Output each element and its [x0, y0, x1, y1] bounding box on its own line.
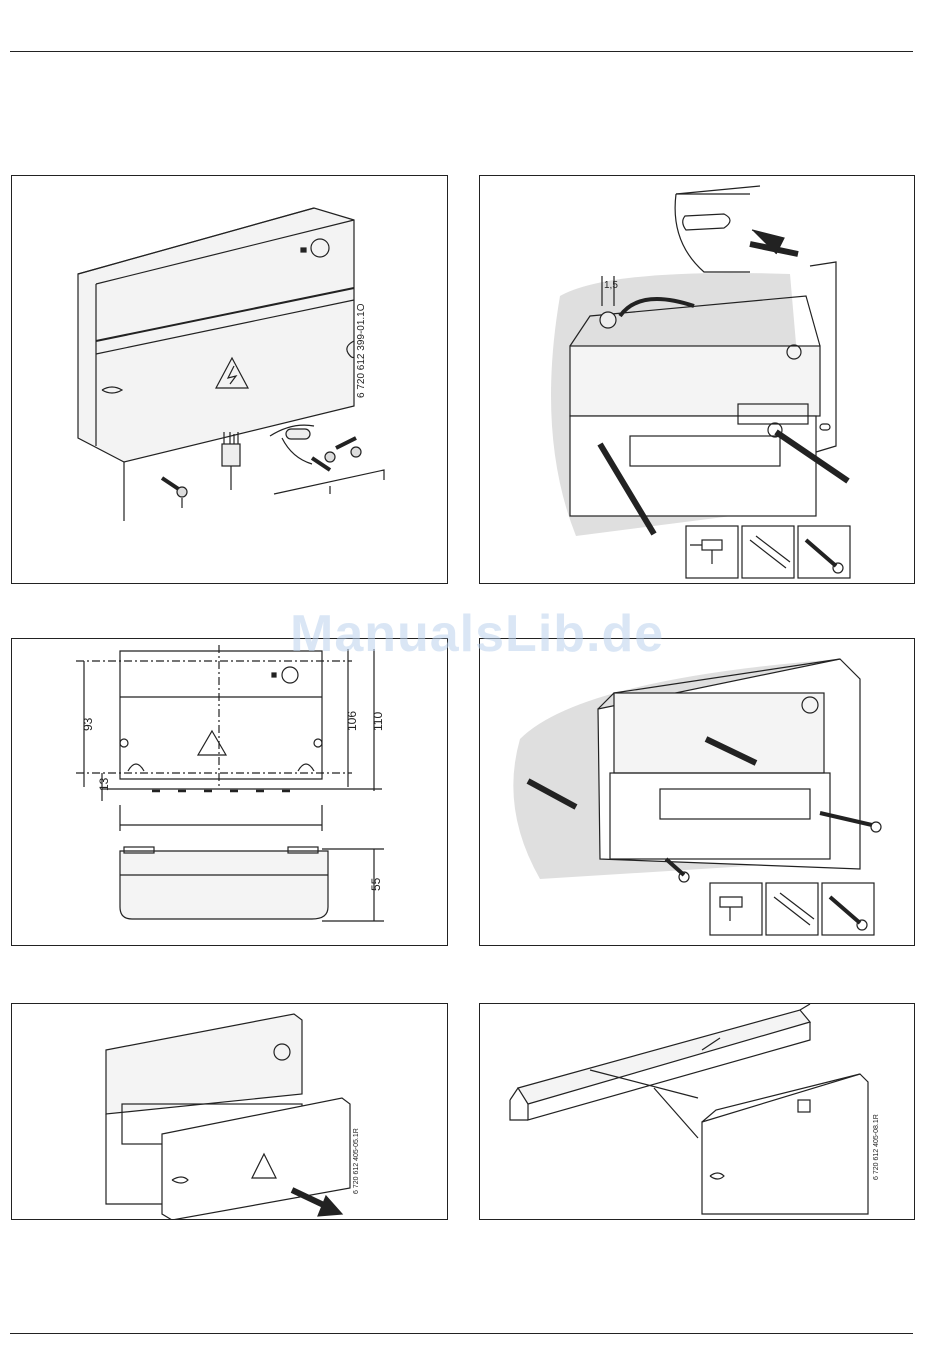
dim-93-label: 93 — [81, 717, 95, 731]
dim-55-label: 55 — [369, 877, 383, 891]
figure-1-code: 6 720 612 399-01.1O — [356, 303, 367, 398]
figure-1-scope-of-delivery: 6 720 612 399-01.1O — [11, 175, 448, 584]
figure-6-drawing: 6 720 612 405-08.1R — [480, 1004, 915, 1220]
figure-6-code: 6 720 612 405-08.1R — [873, 1114, 880, 1180]
figure-1-drawing: 6 720 612 399-01.1O — [12, 176, 448, 584]
watermark: ManualsLib.de — [290, 604, 664, 664]
top-rule — [10, 51, 913, 52]
figure-2-gap-label: 1,5 — [604, 280, 618, 291]
dim-106-label: 106 — [345, 711, 359, 731]
figure-2-drawing: 1,5 — [480, 176, 915, 584]
figure-4-drawing — [480, 639, 915, 946]
figure-3-dimensions: 93 13 106 110 55 — [11, 638, 448, 946]
dim-13-label: 13 — [97, 777, 111, 791]
figure-5-cover-removal: 6 720 612 405-05.1R — [11, 1003, 448, 1220]
figure-4-wall-mounting — [479, 638, 915, 946]
figure-3-drawing: 93 13 106 110 55 — [12, 639, 448, 946]
figure-5-code: 6 720 612 405-05.1R — [353, 1128, 360, 1194]
figure-5-drawing: 6 720 612 405-05.1R — [12, 1004, 448, 1220]
figure-6-din-rail: 6 720 612 405-08.1R — [479, 1003, 915, 1220]
dim-110-label: 110 — [371, 712, 385, 731]
figure-2-terminal-opening: 1,5 — [479, 175, 915, 584]
bottom-rule — [10, 1333, 913, 1334]
